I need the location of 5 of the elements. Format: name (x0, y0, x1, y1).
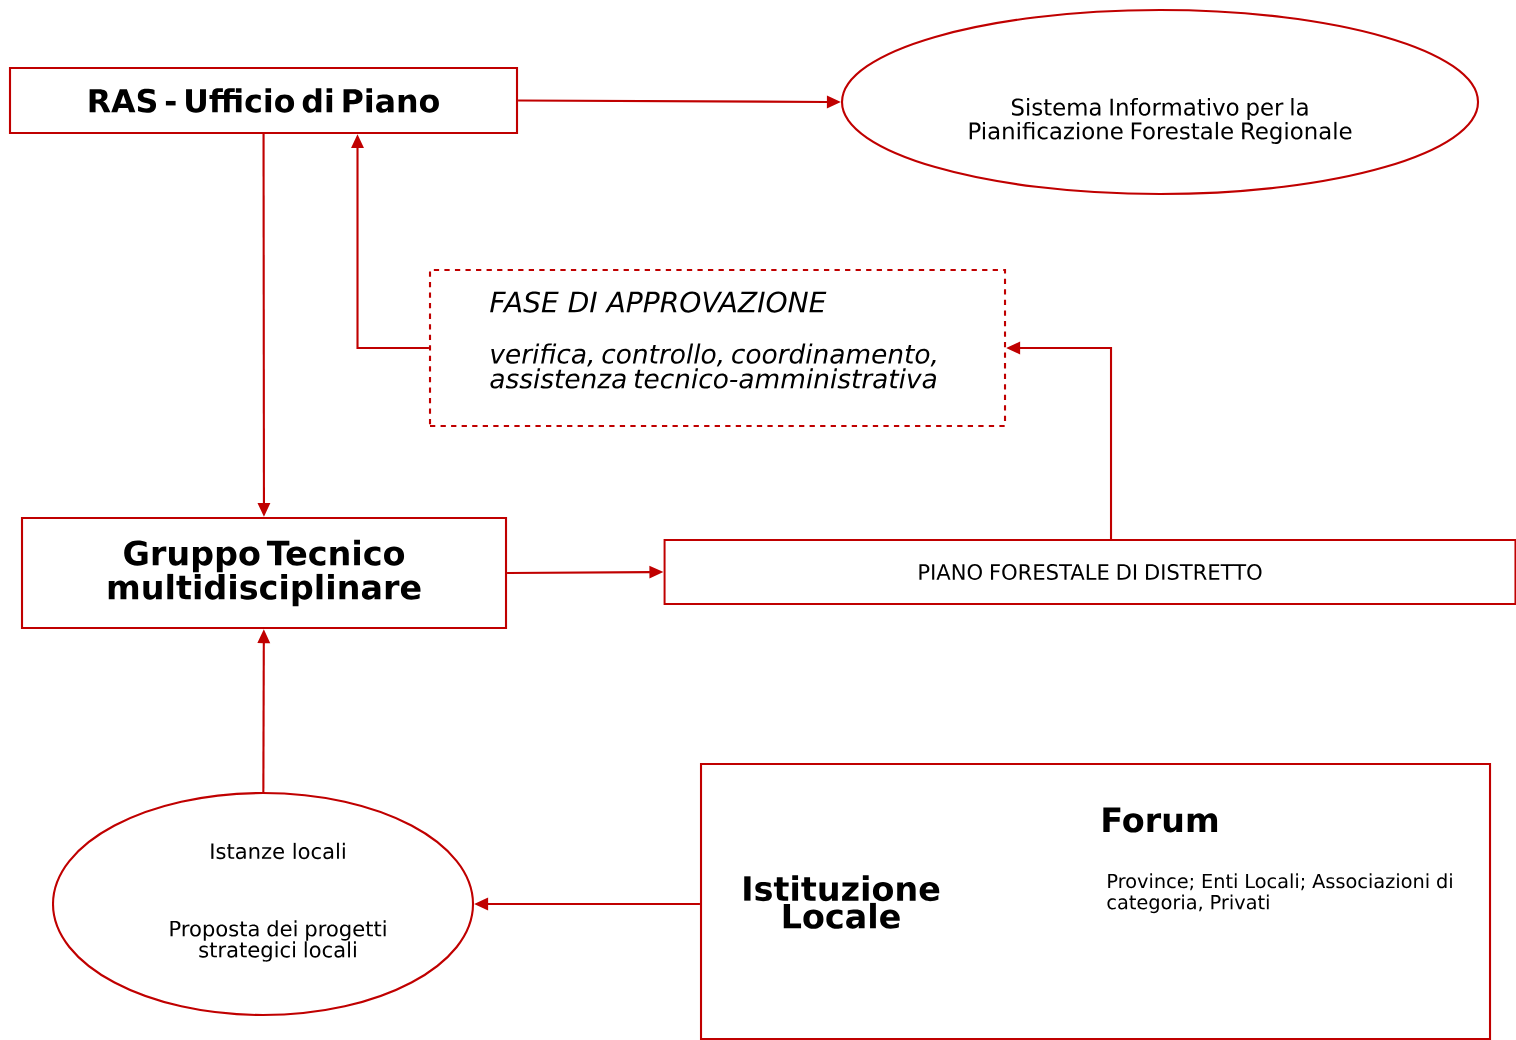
institution-box: Istituzione Locale Forum Province; Enti Locali; Associazioni di categoria, Privati (699, 762, 1492, 1040)
group-box: Gruppo Tecnico multidisciplinare (20, 516, 508, 630)
plan-box: PIANO FORESTALE DI DISTRETTO (663, 538, 1516, 606)
office-box: RAS - Ufficio di Piano (8, 66, 519, 135)
phase-box: FASE DI APPROVAZIONE verifica, controllo, coordinamento, assistenza tecnico-amministrativa (428, 268, 1007, 428)
